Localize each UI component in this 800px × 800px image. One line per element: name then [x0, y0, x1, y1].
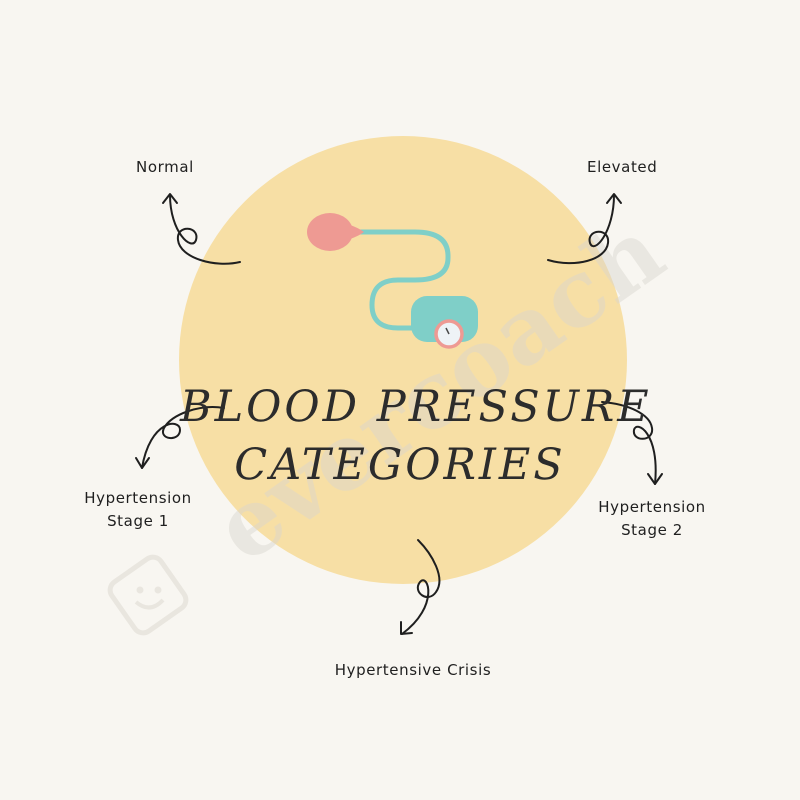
label-stage2-line-1: Hypertension: [598, 498, 706, 516]
label-stage2-line-2: Stage 2: [621, 521, 683, 539]
title-line-2: CATEGORIES: [234, 440, 566, 490]
bulb-icon: [307, 213, 353, 251]
label-normal-text: Normal: [136, 158, 194, 176]
arrow-to-crisis-icon: [400, 539, 441, 635]
arrow-to-elevated-icon: [547, 193, 622, 265]
arrow-to-stage2-icon: [601, 401, 663, 485]
label-stage1-line-2: Stage 1: [107, 512, 169, 530]
title-line-1: BLOOD PRESSURE: [180, 382, 652, 432]
label-elevated-text: Elevated: [587, 158, 658, 176]
label-stage1-line-1: Hypertension: [84, 489, 192, 507]
label-elevated: Elevated: [587, 156, 657, 179]
label-normal: Normal: [136, 156, 194, 179]
center-circle: [179, 136, 627, 584]
tube-icon: [347, 229, 451, 331]
arrow-to-normal-icon: [162, 193, 241, 265]
label-hypertension-stage-2: Hypertension Stage 2: [592, 496, 712, 542]
label-hypertensive-crisis: Hypertensive Crisis: [300, 659, 526, 682]
blood-pressure-monitor-icon: [307, 213, 478, 349]
label-crisis-text: Hypertensive Crisis: [334, 661, 492, 679]
watermark-logo-icon: [107, 554, 189, 636]
label-hypertension-stage-1: Hypertension Stage 1: [78, 487, 198, 533]
arrow-to-stage1-icon: [135, 406, 225, 469]
